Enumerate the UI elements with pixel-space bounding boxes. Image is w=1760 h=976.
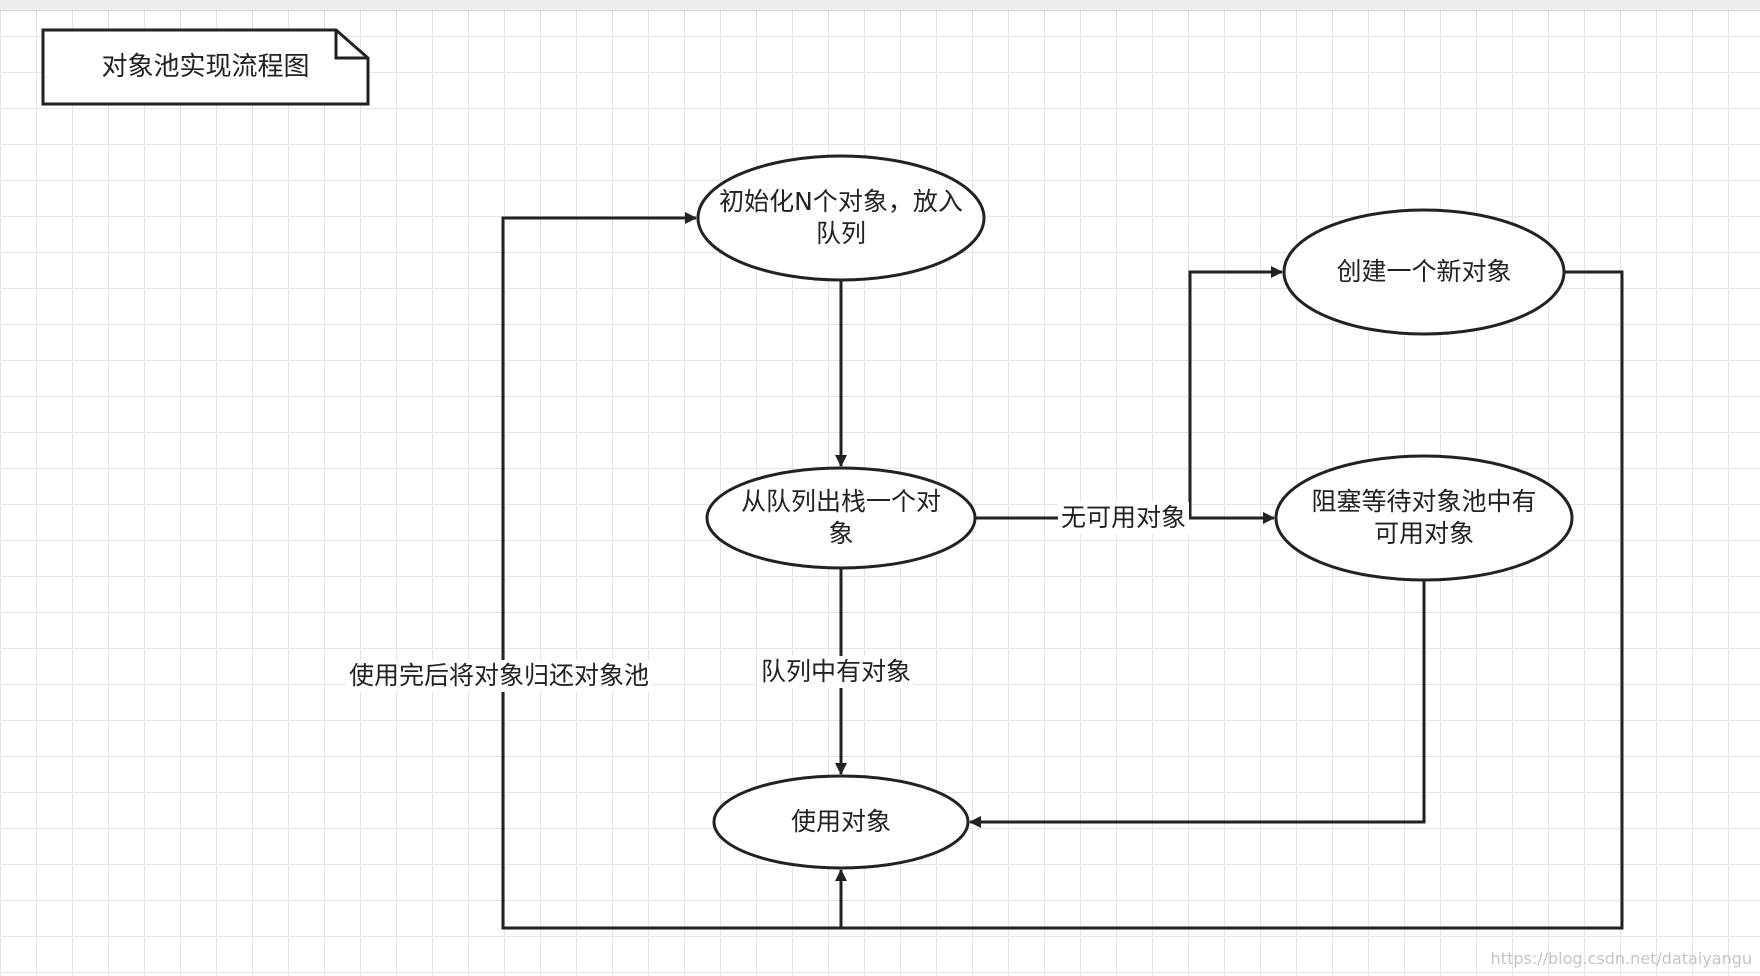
edge-label-return-to-pool: 使用完后将对象归还对象池 <box>346 660 653 692</box>
node-use-label: 使用对象 <box>790 807 891 836</box>
title-note-shape[interactable] <box>41 28 370 106</box>
edge-label-has-object: 队列中有对象 <box>758 656 915 688</box>
edge-label-none-available: 无可用对象 <box>1058 502 1190 534</box>
canvas-top-bar <box>0 0 1760 11</box>
edge-create-to-use[interactable] <box>835 270 1624 930</box>
node-init-label: 初始化N个对象，放入队列 <box>719 187 963 248</box>
edge-wait-to-use[interactable] <box>969 580 1426 828</box>
node-pop-label: 从队列出栈一个对象 <box>740 487 941 548</box>
node-wait-label: 阻塞等待对象池中有可用对象 <box>1311 487 1537 548</box>
node-create-label: 创建一个新对象 <box>1336 257 1512 286</box>
edge-pop-to-create[interactable] <box>1188 266 1283 518</box>
watermark: https://blog.csdn.net/dataiyangu <box>1490 949 1752 968</box>
node-use-shape[interactable] <box>712 774 970 870</box>
title-note-label: 对象池实现流程图 <box>101 52 310 82</box>
edge-use-to-init[interactable] <box>501 212 841 930</box>
